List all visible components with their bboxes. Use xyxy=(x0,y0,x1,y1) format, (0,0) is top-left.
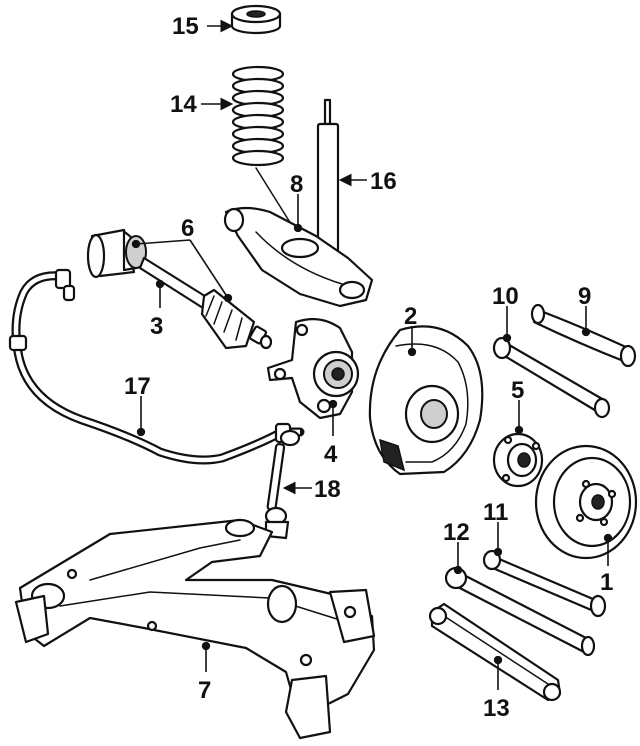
callout-8: 8 xyxy=(290,171,303,198)
lower-control-arm xyxy=(223,206,374,308)
wheel-hub xyxy=(492,432,544,488)
lower-spring-link xyxy=(428,602,562,702)
leader-lines xyxy=(131,19,613,690)
callout-18: 18 xyxy=(314,476,341,503)
backing-plate xyxy=(368,325,484,476)
toe-link xyxy=(492,336,611,419)
callout-16: 16 xyxy=(370,168,397,195)
callout-1: 1 xyxy=(600,569,613,596)
callout-11: 11 xyxy=(483,499,508,526)
callout-7: 7 xyxy=(198,677,211,704)
stabilizer-link xyxy=(264,429,301,540)
stabilizer-bar xyxy=(8,268,305,465)
callout-6: 6 xyxy=(181,215,194,242)
callout-5: 5 xyxy=(511,377,524,404)
brake-rotor xyxy=(534,444,638,560)
axle-shaft xyxy=(86,228,273,350)
callout-10: 10 xyxy=(492,283,519,310)
callout-12: 12 xyxy=(443,519,470,546)
callout-17: 17 xyxy=(124,373,151,400)
spring-insulator xyxy=(230,4,282,35)
rear-subframe xyxy=(14,518,376,740)
upper-rear-link xyxy=(530,303,637,368)
callout-4: 4 xyxy=(324,441,338,468)
callout-15: 15 xyxy=(172,13,199,40)
coil-spring xyxy=(231,65,285,167)
callout-labels: 15 14 16 8 6 3 2 4 5 10 9 17 18 11 12 1 … xyxy=(124,13,613,722)
callout-9: 9 xyxy=(578,283,591,310)
rear-knuckle xyxy=(266,317,360,420)
callout-13: 13 xyxy=(483,695,510,722)
callout-14: 14 xyxy=(170,91,197,118)
callout-3: 3 xyxy=(150,313,163,340)
callout-2: 2 xyxy=(404,303,417,330)
